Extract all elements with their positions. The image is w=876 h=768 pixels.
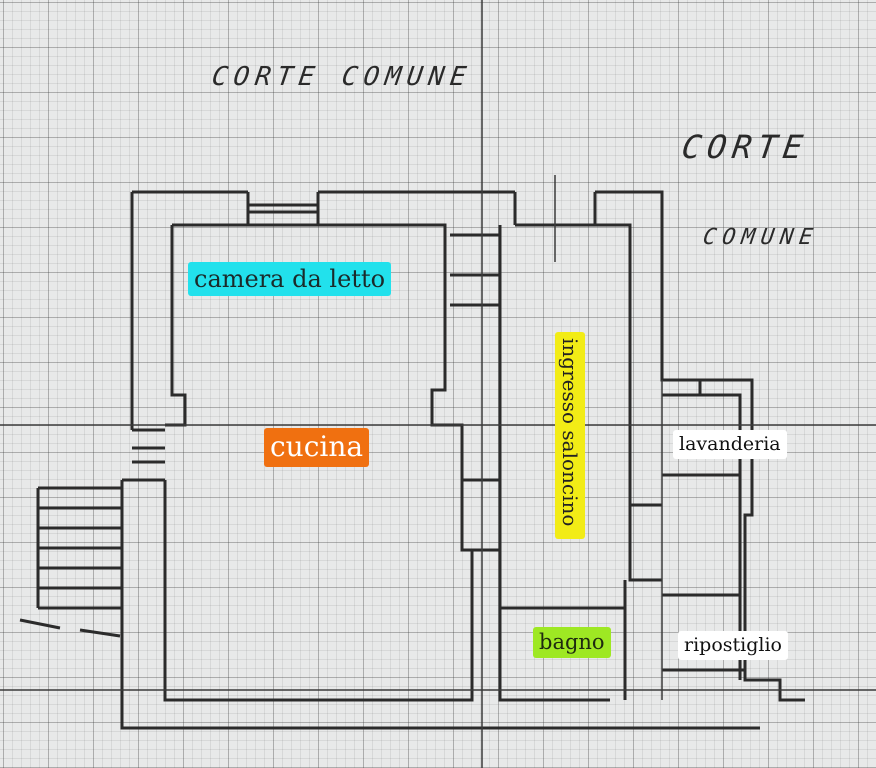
room-label-kitchen: cucina (264, 428, 370, 467)
courtyard-annotation-right-2: COMUNE (701, 225, 821, 250)
room-label-bathroom: bagno (533, 627, 611, 659)
room-label-laundry: lavanderia (673, 430, 787, 459)
room-label-entrance: ingresso saloncino (555, 332, 585, 539)
room-label-bedroom: camera da letto (188, 262, 392, 297)
courtyard-annotation-top: CORTE COMUNE (209, 62, 474, 92)
room-label-storage: ripostiglio (678, 631, 788, 660)
courtyard-annotation-right-1: CORTE (679, 128, 811, 166)
